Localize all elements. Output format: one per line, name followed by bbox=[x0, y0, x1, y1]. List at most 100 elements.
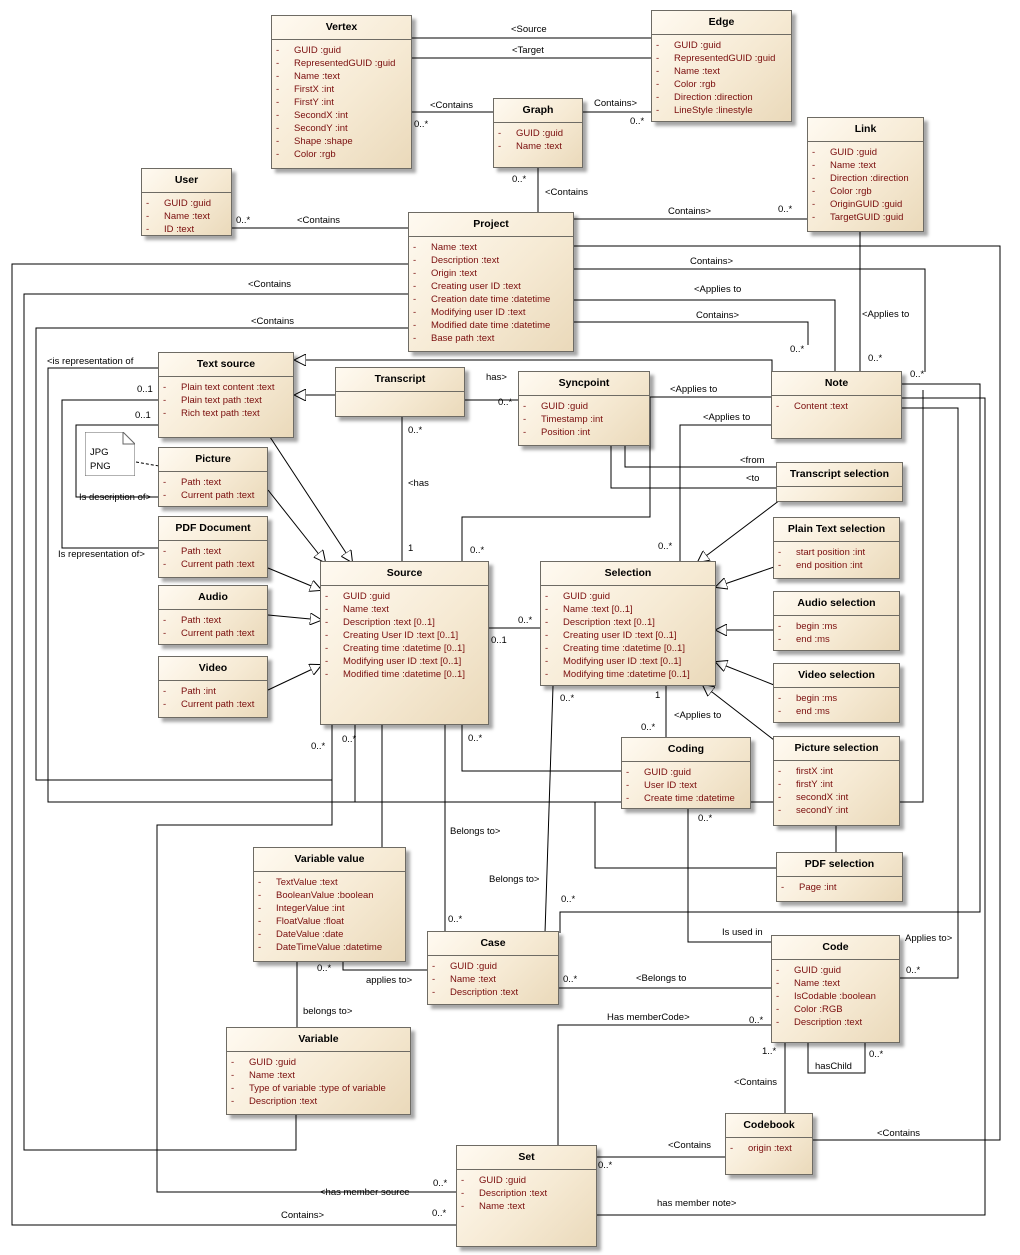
class-source[interactable]: Source-GUID :guid-Name :text-Description… bbox=[320, 561, 489, 725]
class-pdf-selection[interactable]: PDF selection-Page :int bbox=[776, 852, 903, 902]
attribute-row: -Name :text bbox=[652, 65, 791, 78]
private-marker: - bbox=[523, 427, 527, 438]
class-codebook[interactable]: Codebook-origin :text bbox=[725, 1113, 813, 1175]
label-link-note-applies: <Applies to bbox=[862, 309, 910, 320]
picture-source-gen bbox=[267, 489, 325, 562]
attribute-row: -GUID :guid bbox=[494, 127, 582, 140]
attribute-text: GUID :guid bbox=[541, 401, 588, 412]
class-user[interactable]: User-GUID :guid-Name :text-ID :text bbox=[141, 168, 232, 236]
class-attributes: -GUID :guid-Name :text-Description :text bbox=[428, 956, 558, 1001]
attribute-row: -end :ms bbox=[774, 633, 899, 646]
attribute-text: firstX :int bbox=[796, 766, 833, 777]
class-vertex[interactable]: Vertex-GUID :guid-RepresentedGUID :guid-… bbox=[271, 15, 412, 169]
class-edge[interactable]: Edge-GUID :guid-RepresentedGUID :guid-Na… bbox=[651, 10, 792, 122]
attribute-row: -Current path :text bbox=[159, 698, 267, 711]
class-attributes: -origin :text bbox=[726, 1138, 812, 1157]
note-source-applies bbox=[461, 396, 772, 562]
class-picture-selection[interactable]: Picture selection-firstX :int-firstY :in… bbox=[773, 736, 900, 826]
mult-varvalue-case: 0..* bbox=[317, 963, 332, 974]
attribute-row: -IsCodable :boolean bbox=[772, 990, 899, 1003]
attribute-row: -Name :text bbox=[321, 603, 488, 616]
private-marker: - bbox=[656, 40, 660, 51]
label-haschild: hasChild bbox=[815, 1061, 852, 1072]
picture-note-dashed bbox=[135, 461, 160, 467]
class-plain-text-selection[interactable]: Plain Text selection-start position :int… bbox=[773, 517, 900, 579]
class-link[interactable]: Link-GUID :guid-Name :text-Direction :di… bbox=[807, 117, 924, 232]
class-audio-selection[interactable]: Audio selection-begin :ms-end :ms bbox=[773, 591, 900, 651]
private-marker: - bbox=[776, 1004, 780, 1015]
label-note-applies-source: <Applies to bbox=[670, 384, 718, 395]
mult-coding-code: 0..* bbox=[698, 813, 713, 824]
private-marker: - bbox=[163, 546, 167, 557]
private-marker: - bbox=[730, 1143, 734, 1154]
private-marker: - bbox=[163, 477, 167, 488]
attribute-text: Description :text bbox=[249, 1096, 318, 1107]
class-transcript-selection[interactable]: Transcript selection bbox=[776, 462, 903, 502]
class-project[interactable]: Project-Name :text-Description :text-Ori… bbox=[408, 212, 574, 352]
attribute-row: -GUID :guid bbox=[227, 1056, 410, 1069]
pdf-representation-line bbox=[61, 399, 159, 549]
private-marker: - bbox=[498, 128, 502, 139]
label-project-left-contains-2: <Contains bbox=[251, 316, 295, 327]
class-attributes: -GUID :guid-RepresentedGUID :guid-Name :… bbox=[272, 40, 411, 163]
class-audio[interactable]: Audio-Path :text-Current path :text bbox=[158, 585, 268, 645]
class-name: PDF Document bbox=[159, 517, 267, 541]
private-marker: - bbox=[812, 186, 816, 197]
class-name: Set bbox=[457, 1146, 596, 1170]
attribute-text: start position :int bbox=[796, 547, 866, 558]
attribute-row: -end :ms bbox=[774, 705, 899, 718]
attribute-row: -Name :text bbox=[272, 70, 411, 83]
mult-selection-coding: 1 bbox=[655, 690, 661, 701]
class-coding[interactable]: Coding-GUID :guid-User ID :text-Create t… bbox=[621, 737, 751, 809]
class-attributes: -Content :text bbox=[772, 396, 901, 415]
class-picture[interactable]: Picture-Path :text-Current path :text bbox=[158, 447, 268, 507]
attribute-row: -FirstY :int bbox=[272, 96, 411, 109]
private-marker: - bbox=[146, 211, 150, 222]
set-code-line bbox=[557, 1024, 772, 1147]
class-name: Picture selection bbox=[774, 737, 899, 761]
private-marker: - bbox=[656, 66, 660, 77]
class-set[interactable]: Set-GUID :guid-Description :text-Name :t… bbox=[456, 1145, 597, 1247]
attribute-text: FirstY :int bbox=[294, 97, 334, 108]
private-marker: - bbox=[498, 141, 502, 152]
class-variable-value[interactable]: Variable value-TextValue :text-BooleanVa… bbox=[253, 847, 406, 962]
class-syncpoint[interactable]: Syncpoint-GUID :guid-Timestamp :int-Posi… bbox=[518, 371, 650, 446]
class-selection[interactable]: Selection-GUID :guid-Name :text [0..1]-D… bbox=[540, 561, 716, 686]
attribute-row: -Modifying time :datetime [0..1] bbox=[541, 668, 715, 681]
class-graph[interactable]: Graph-GUID :guid-Name :text bbox=[493, 98, 583, 168]
class-text-source[interactable]: Text source-Plain text content :text-Pla… bbox=[158, 352, 294, 438]
class-video-selection[interactable]: Video selection-begin :ms-end :ms bbox=[773, 663, 900, 723]
private-marker: - bbox=[325, 617, 329, 628]
private-marker: - bbox=[413, 268, 417, 279]
private-marker: - bbox=[231, 1057, 235, 1068]
class-note[interactable]: Note-Content :text bbox=[771, 371, 902, 439]
class-name: Video selection bbox=[774, 664, 899, 688]
attribute-row: -Color :RGB bbox=[772, 1003, 899, 1016]
class-code[interactable]: Code-GUID :guid-Name :text-IsCodable :bo… bbox=[771, 935, 900, 1043]
attribute-text: Type of variable :type of variable bbox=[249, 1083, 386, 1094]
class-transcript[interactable]: Transcript bbox=[335, 367, 465, 417]
class-case[interactable]: Case-GUID :guid-Name :text-Description :… bbox=[427, 931, 559, 1005]
class-name: Audio selection bbox=[774, 592, 899, 616]
label-note-code-applies: Applies to> bbox=[905, 933, 953, 944]
private-marker: - bbox=[626, 780, 630, 791]
mult-source-left-2: 0..* bbox=[342, 734, 357, 745]
attribute-text: IntegerValue :int bbox=[276, 903, 345, 914]
class-variable[interactable]: Variable-GUID :guid-Name :text-Type of v… bbox=[226, 1027, 411, 1115]
attribute-text: end :ms bbox=[796, 634, 830, 645]
class-attributes: -GUID :guid-Name :text-Description :text… bbox=[321, 586, 488, 683]
selection-case-line bbox=[544, 685, 554, 934]
private-marker: - bbox=[231, 1083, 235, 1094]
label-is-representation-pdf: Is representation of> bbox=[58, 549, 145, 560]
private-marker: - bbox=[231, 1096, 235, 1107]
private-marker: - bbox=[781, 882, 785, 893]
class-attributes: -GUID :guid-Name :text [0..1]-Descriptio… bbox=[541, 586, 715, 683]
class-name: Graph bbox=[494, 99, 582, 123]
class-pdf-document[interactable]: PDF Document-Path :text-Current path :te… bbox=[158, 516, 268, 578]
label-selection-case-belongs: Belongs to> bbox=[489, 874, 540, 885]
attribute-text: Name :text bbox=[830, 160, 876, 171]
class-name: Syncpoint bbox=[519, 372, 649, 396]
class-video[interactable]: Video-Path :int-Current path :text bbox=[158, 656, 268, 718]
attribute-row: -RepresentedGUID :guid bbox=[272, 57, 411, 70]
label-project-note-contains: Contains> bbox=[690, 256, 734, 267]
